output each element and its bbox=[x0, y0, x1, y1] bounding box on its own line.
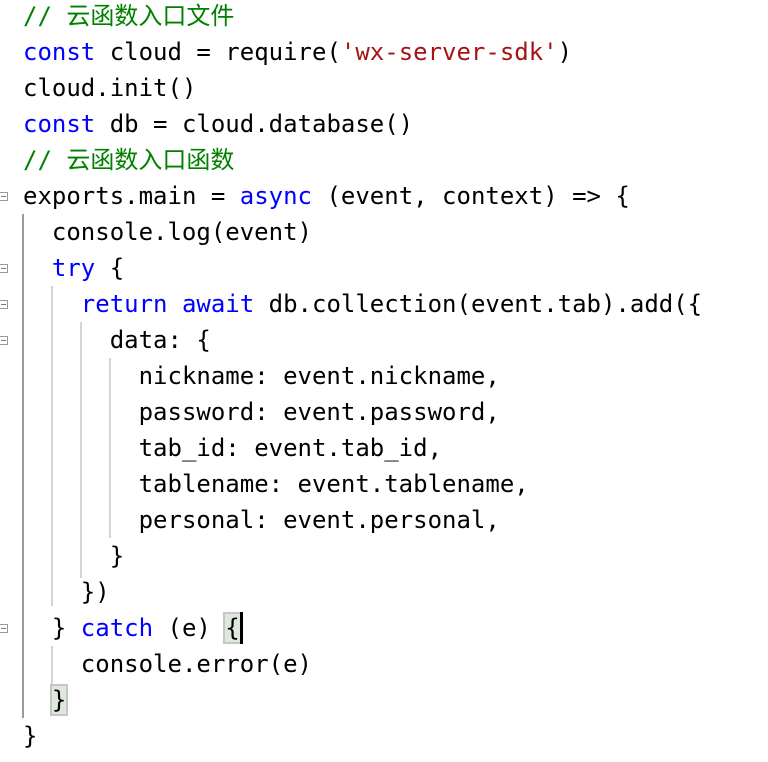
text-cursor bbox=[239, 612, 243, 644]
code-token: nickname: event.nickname, bbox=[138, 362, 500, 390]
code-token: cloud.init() bbox=[23, 74, 197, 102]
code-token: }) bbox=[80, 578, 110, 606]
indent-guide bbox=[80, 322, 82, 578]
code-token: catch bbox=[80, 614, 154, 642]
code-line[interactable]: const cloud = require('wx-server-sdk') bbox=[23, 34, 572, 70]
code-line[interactable]: data: { bbox=[110, 322, 211, 358]
fold-toggle-icon[interactable] bbox=[0, 624, 8, 633]
indent-guide bbox=[109, 358, 111, 538]
code-line[interactable]: exports.main = async (event, context) =>… bbox=[23, 178, 630, 214]
code-token: tablename: event.tablename, bbox=[138, 470, 529, 498]
code-line[interactable]: // 云函数入口函数 bbox=[23, 142, 234, 178]
code-line[interactable]: console.error(e) bbox=[81, 646, 312, 682]
fold-toggle-icon[interactable] bbox=[0, 264, 8, 273]
code-token: personal: event.personal, bbox=[138, 506, 500, 534]
code-token: password: event.password, bbox=[138, 398, 500, 426]
code-line[interactable]: const db = cloud.database() bbox=[23, 106, 413, 142]
code-token: 'wx-server-sdk' bbox=[340, 38, 558, 66]
code-token: (event, context) => { bbox=[312, 182, 630, 210]
code-line[interactable]: cloud.init() bbox=[23, 70, 196, 106]
code-token: // 云函数入口函数 bbox=[23, 146, 235, 174]
code-line[interactable]: nickname: event.nickname, bbox=[139, 358, 500, 394]
code-token: exports.main = bbox=[23, 182, 240, 210]
code-token: console.log(event) bbox=[51, 218, 312, 246]
indent-guide bbox=[22, 214, 24, 718]
matched-bracket: { bbox=[223, 612, 242, 644]
code-line[interactable]: password: event.password, bbox=[139, 394, 500, 430]
code-token: await bbox=[181, 290, 255, 318]
code-line[interactable]: // 云函数入口文件 bbox=[23, 0, 234, 34]
code-line[interactable]: tab_id: event.tab_id, bbox=[139, 430, 442, 466]
code-token: ) bbox=[557, 38, 573, 66]
code-line[interactable]: } bbox=[110, 538, 124, 574]
code-token: } bbox=[23, 722, 38, 750]
fold-toggle-icon[interactable] bbox=[0, 300, 8, 309]
code-line[interactable]: return await db.collection(event.tab).ad… bbox=[81, 286, 702, 322]
code-token: db.collection(event.tab).add({ bbox=[254, 290, 703, 318]
code-token bbox=[168, 290, 182, 318]
fold-toggle-icon[interactable] bbox=[0, 192, 8, 201]
code-token: const bbox=[23, 110, 96, 138]
indent-guide bbox=[51, 646, 53, 698]
code-line[interactable]: try { bbox=[52, 250, 124, 286]
code-line[interactable]: } catch (e) { bbox=[51, 610, 242, 646]
code-token: { bbox=[95, 254, 125, 282]
fold-toggle-icon[interactable] bbox=[0, 336, 8, 345]
code-line[interactable]: tablename: event.tablename, bbox=[139, 466, 529, 502]
code-token: console.error(e) bbox=[80, 650, 312, 678]
code-line[interactable]: } bbox=[49, 682, 69, 718]
code-token: tab_id: event.tab_id, bbox=[138, 434, 443, 462]
code-token: const bbox=[23, 38, 96, 66]
code-token: try bbox=[51, 254, 96, 282]
code-token: db = cloud.database() bbox=[95, 110, 414, 138]
code-token: } bbox=[51, 614, 81, 642]
code-token: (e) bbox=[153, 614, 226, 642]
code-line[interactable]: }) bbox=[81, 574, 110, 610]
code-line[interactable]: personal: event.personal, bbox=[139, 502, 500, 538]
code-line[interactable]: console.log(event) bbox=[52, 214, 312, 250]
code-token: async bbox=[239, 182, 312, 210]
code-token: // 云函数入口文件 bbox=[23, 2, 235, 30]
indent-guide bbox=[51, 286, 53, 606]
code-token: cloud = require( bbox=[95, 38, 341, 66]
matched-bracket: } bbox=[49, 684, 69, 716]
code-line[interactable]: } bbox=[23, 718, 37, 754]
code-token: return bbox=[80, 290, 168, 318]
code-token: } bbox=[109, 542, 125, 570]
code-token: data: { bbox=[109, 326, 211, 354]
